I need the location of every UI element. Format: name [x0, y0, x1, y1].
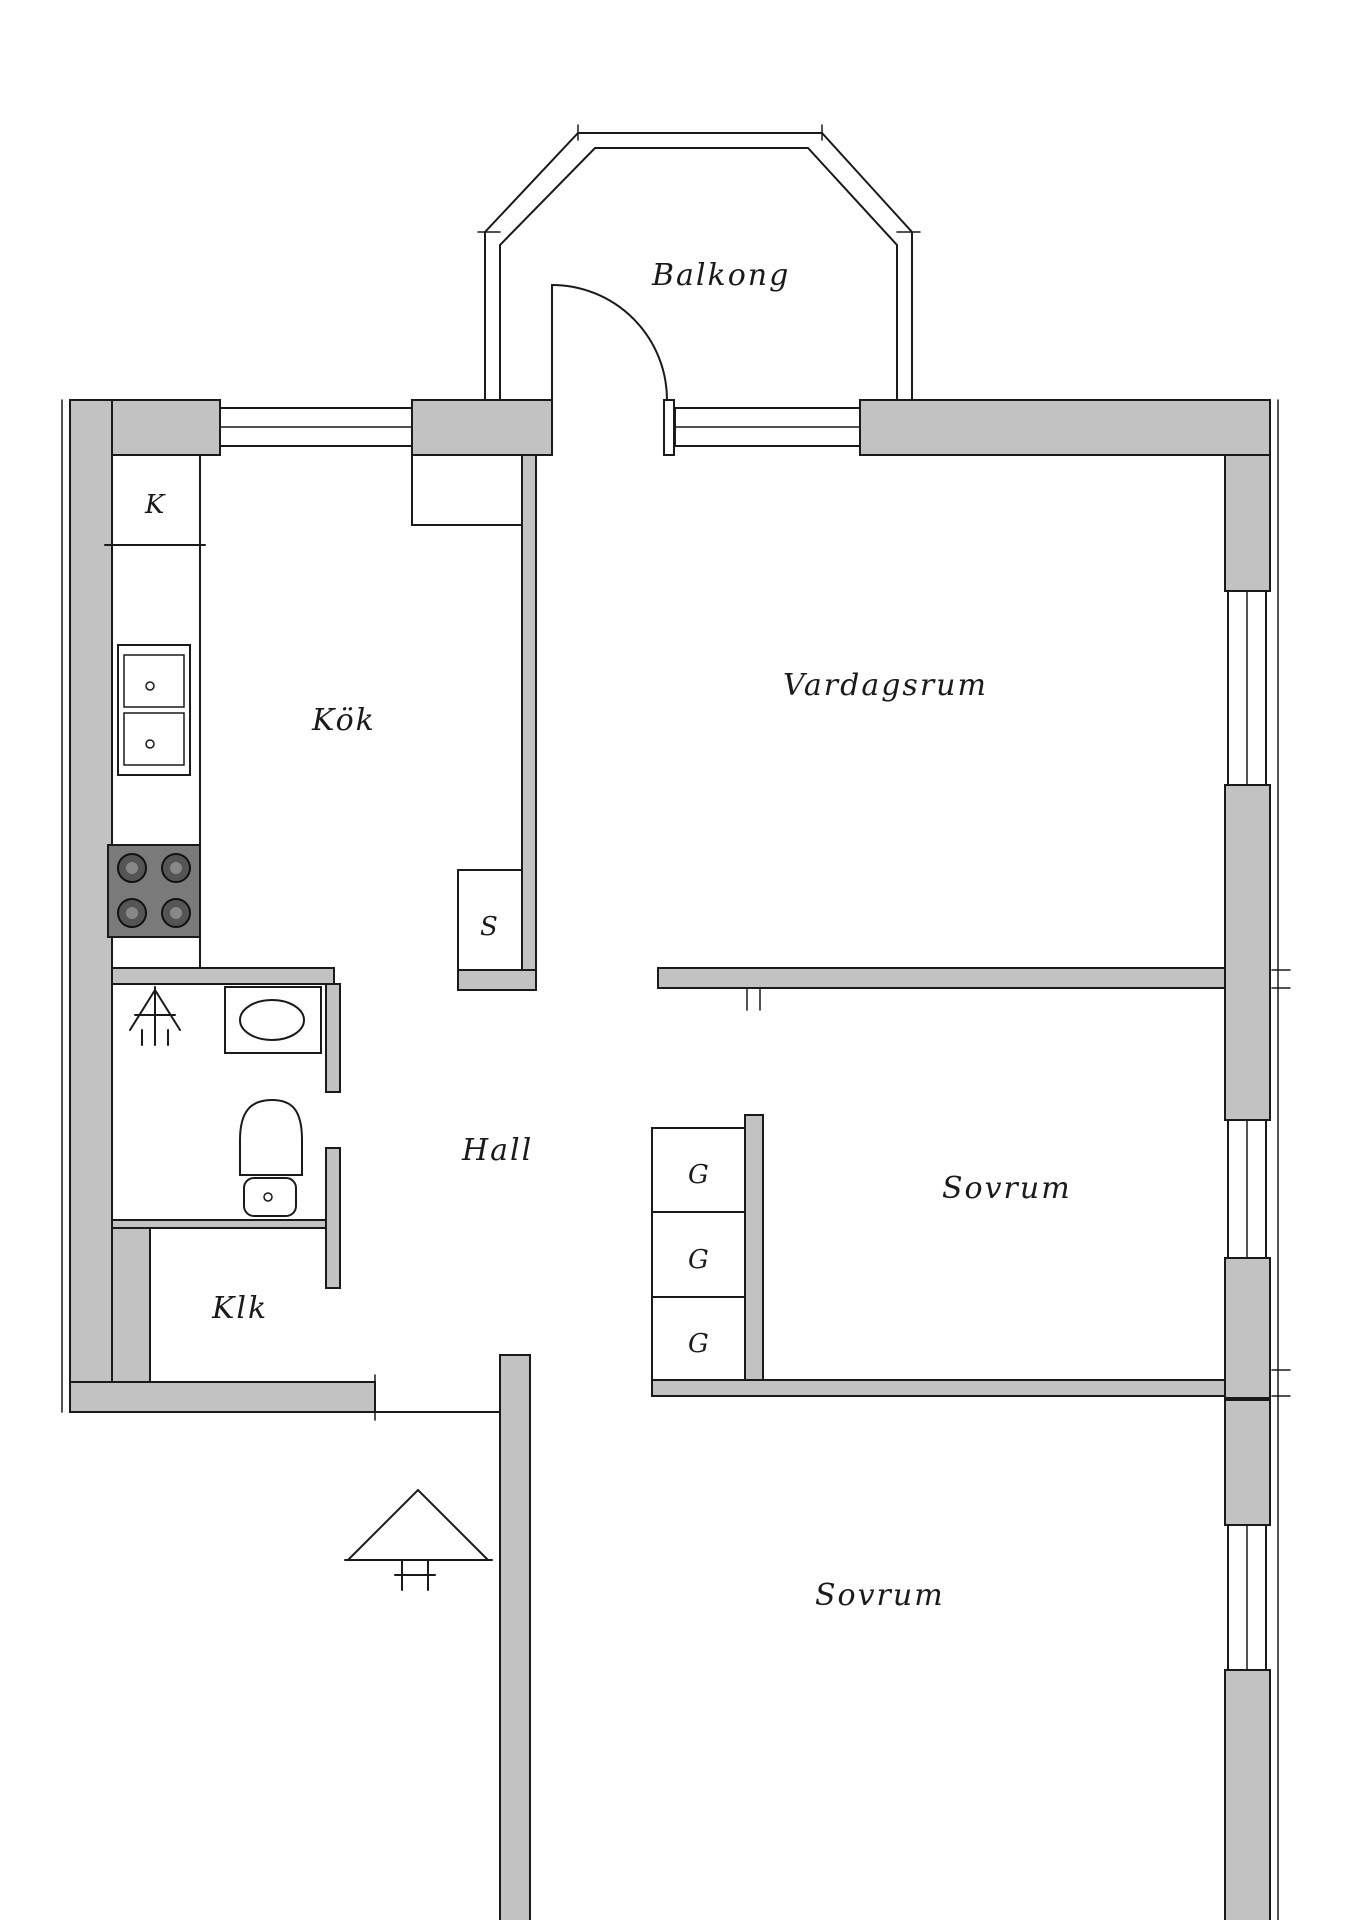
shower: [129, 986, 181, 1046]
kitchen-cabinet: [411, 454, 523, 526]
room-label-vardagsrum: Vardagsrum: [783, 668, 988, 703]
fixture-label-wardrobe-3: G: [688, 1329, 709, 1359]
toilet: [239, 1098, 303, 1217]
entrance-arrow-icon: [344, 1488, 493, 1591]
interior-walls: [111, 454, 1226, 1397]
fixture-label-wardrobe-1: G: [688, 1160, 709, 1190]
fridge: [111, 454, 201, 546]
room-label-klk: Klk: [211, 1291, 268, 1326]
room-label-sovrum-1: Sovrum: [942, 1171, 1072, 1206]
room-label-hall: Hall: [461, 1133, 533, 1168]
washbasin: [224, 986, 322, 1054]
storage-s: [457, 869, 523, 991]
room-label-sovrum-2: Sovrum: [815, 1578, 945, 1613]
fixture-label-fridge: K: [144, 490, 166, 520]
windows: [219, 407, 1267, 1671]
dimension-ticks: [61, 399, 1291, 1920]
fixture-label-wardrobe-2: G: [688, 1245, 709, 1275]
balcony-outline: [477, 124, 921, 401]
wardrobes: [651, 1127, 746, 1381]
entrance: [374, 1374, 501, 1421]
fixture-label-storage: S: [480, 912, 498, 942]
outer-walls: [69, 399, 1271, 1920]
stove: [107, 844, 201, 938]
room-label-balkong: Balkong: [651, 258, 790, 293]
balcony-door: [551, 284, 675, 456]
kitchen-sink: [117, 644, 191, 776]
room-label-kok: Kök: [311, 703, 376, 738]
